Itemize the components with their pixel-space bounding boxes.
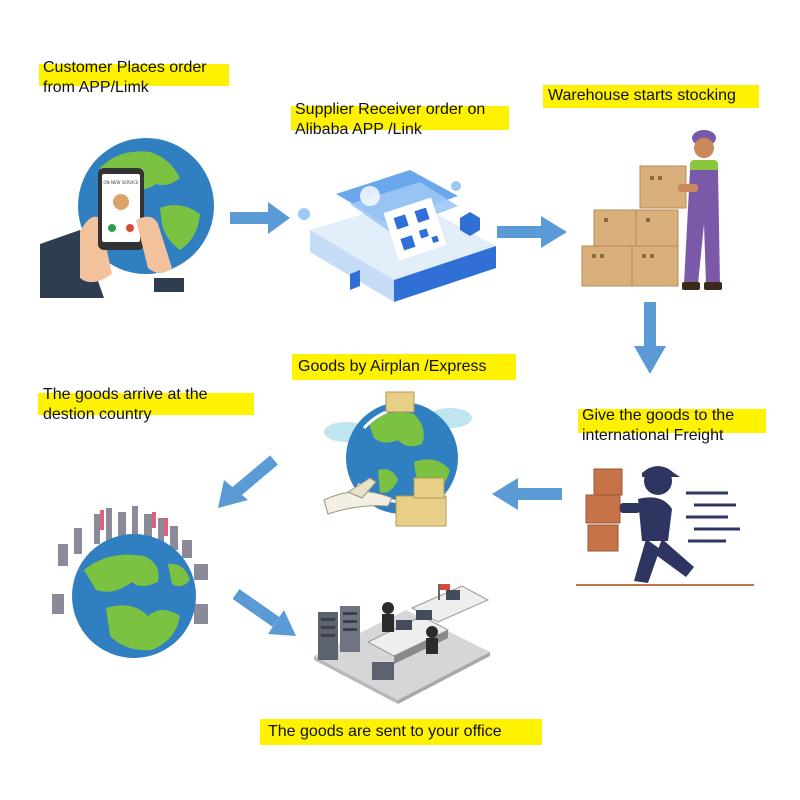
label-line: Alibaba APP /Link: [295, 121, 422, 138]
step-label-supplier: Supplier Receiver order on Alibaba APP /…: [291, 100, 509, 140]
label-line: Supplier Receiver order on: [295, 101, 486, 118]
highlight-bar: [260, 719, 542, 745]
label-line: destion country: [43, 406, 152, 423]
arrow-down-left-icon: [218, 455, 278, 508]
highlight-bar: [291, 106, 509, 130]
label-line: from APP/Limk: [43, 79, 149, 96]
step-label-office: The goods are sent to your office: [260, 719, 542, 745]
arrow-down-icon: [634, 302, 666, 374]
arrow-right-icon: [497, 216, 567, 248]
label-line: Warehouse starts stocking: [548, 87, 736, 104]
globe-airplane-illustration: [323, 391, 472, 527]
step-label-freight: Give the goods to the international Frei…: [578, 406, 766, 446]
step-label-arrive: The goods arrive at the destion country: [38, 385, 254, 425]
office-illustration: [314, 584, 490, 704]
step-label-warehouse: Warehouse starts stocking: [543, 85, 759, 108]
arrow-right-icon: [230, 202, 290, 234]
label-line: The goods arrive at the: [43, 386, 208, 403]
city-globe-illustration: [52, 506, 208, 658]
highlight-bar: [543, 85, 759, 108]
label-line: The goods are sent to your office: [268, 723, 502, 740]
arrow-left-icon: [492, 478, 562, 510]
step-label-customer: Customer Places order from APP/Limk: [39, 58, 229, 98]
arrow-down-right-icon: [232, 589, 296, 636]
warehouse-worker-illustration: [581, 130, 722, 290]
label-line: Give the goods to the: [582, 407, 735, 424]
delivery-runner-illustration: [576, 466, 754, 586]
highlight-bar: [292, 354, 516, 380]
app-platform-illustration: [298, 170, 496, 302]
label-line: Customer Places order: [43, 59, 207, 76]
label-line: international Freight: [582, 427, 724, 444]
label-line: Goods by Airplan /Express: [298, 358, 487, 375]
highlight-bar: [39, 64, 229, 86]
highlight-bar: [38, 393, 254, 415]
globe-phone-illustration: ON-NEW SERVICE: [40, 138, 214, 298]
phone-screen-text: ON-NEW SERVICE: [103, 180, 139, 185]
step-label-airplane: Goods by Airplan /Express: [292, 354, 516, 380]
highlight-bar: [578, 409, 766, 433]
